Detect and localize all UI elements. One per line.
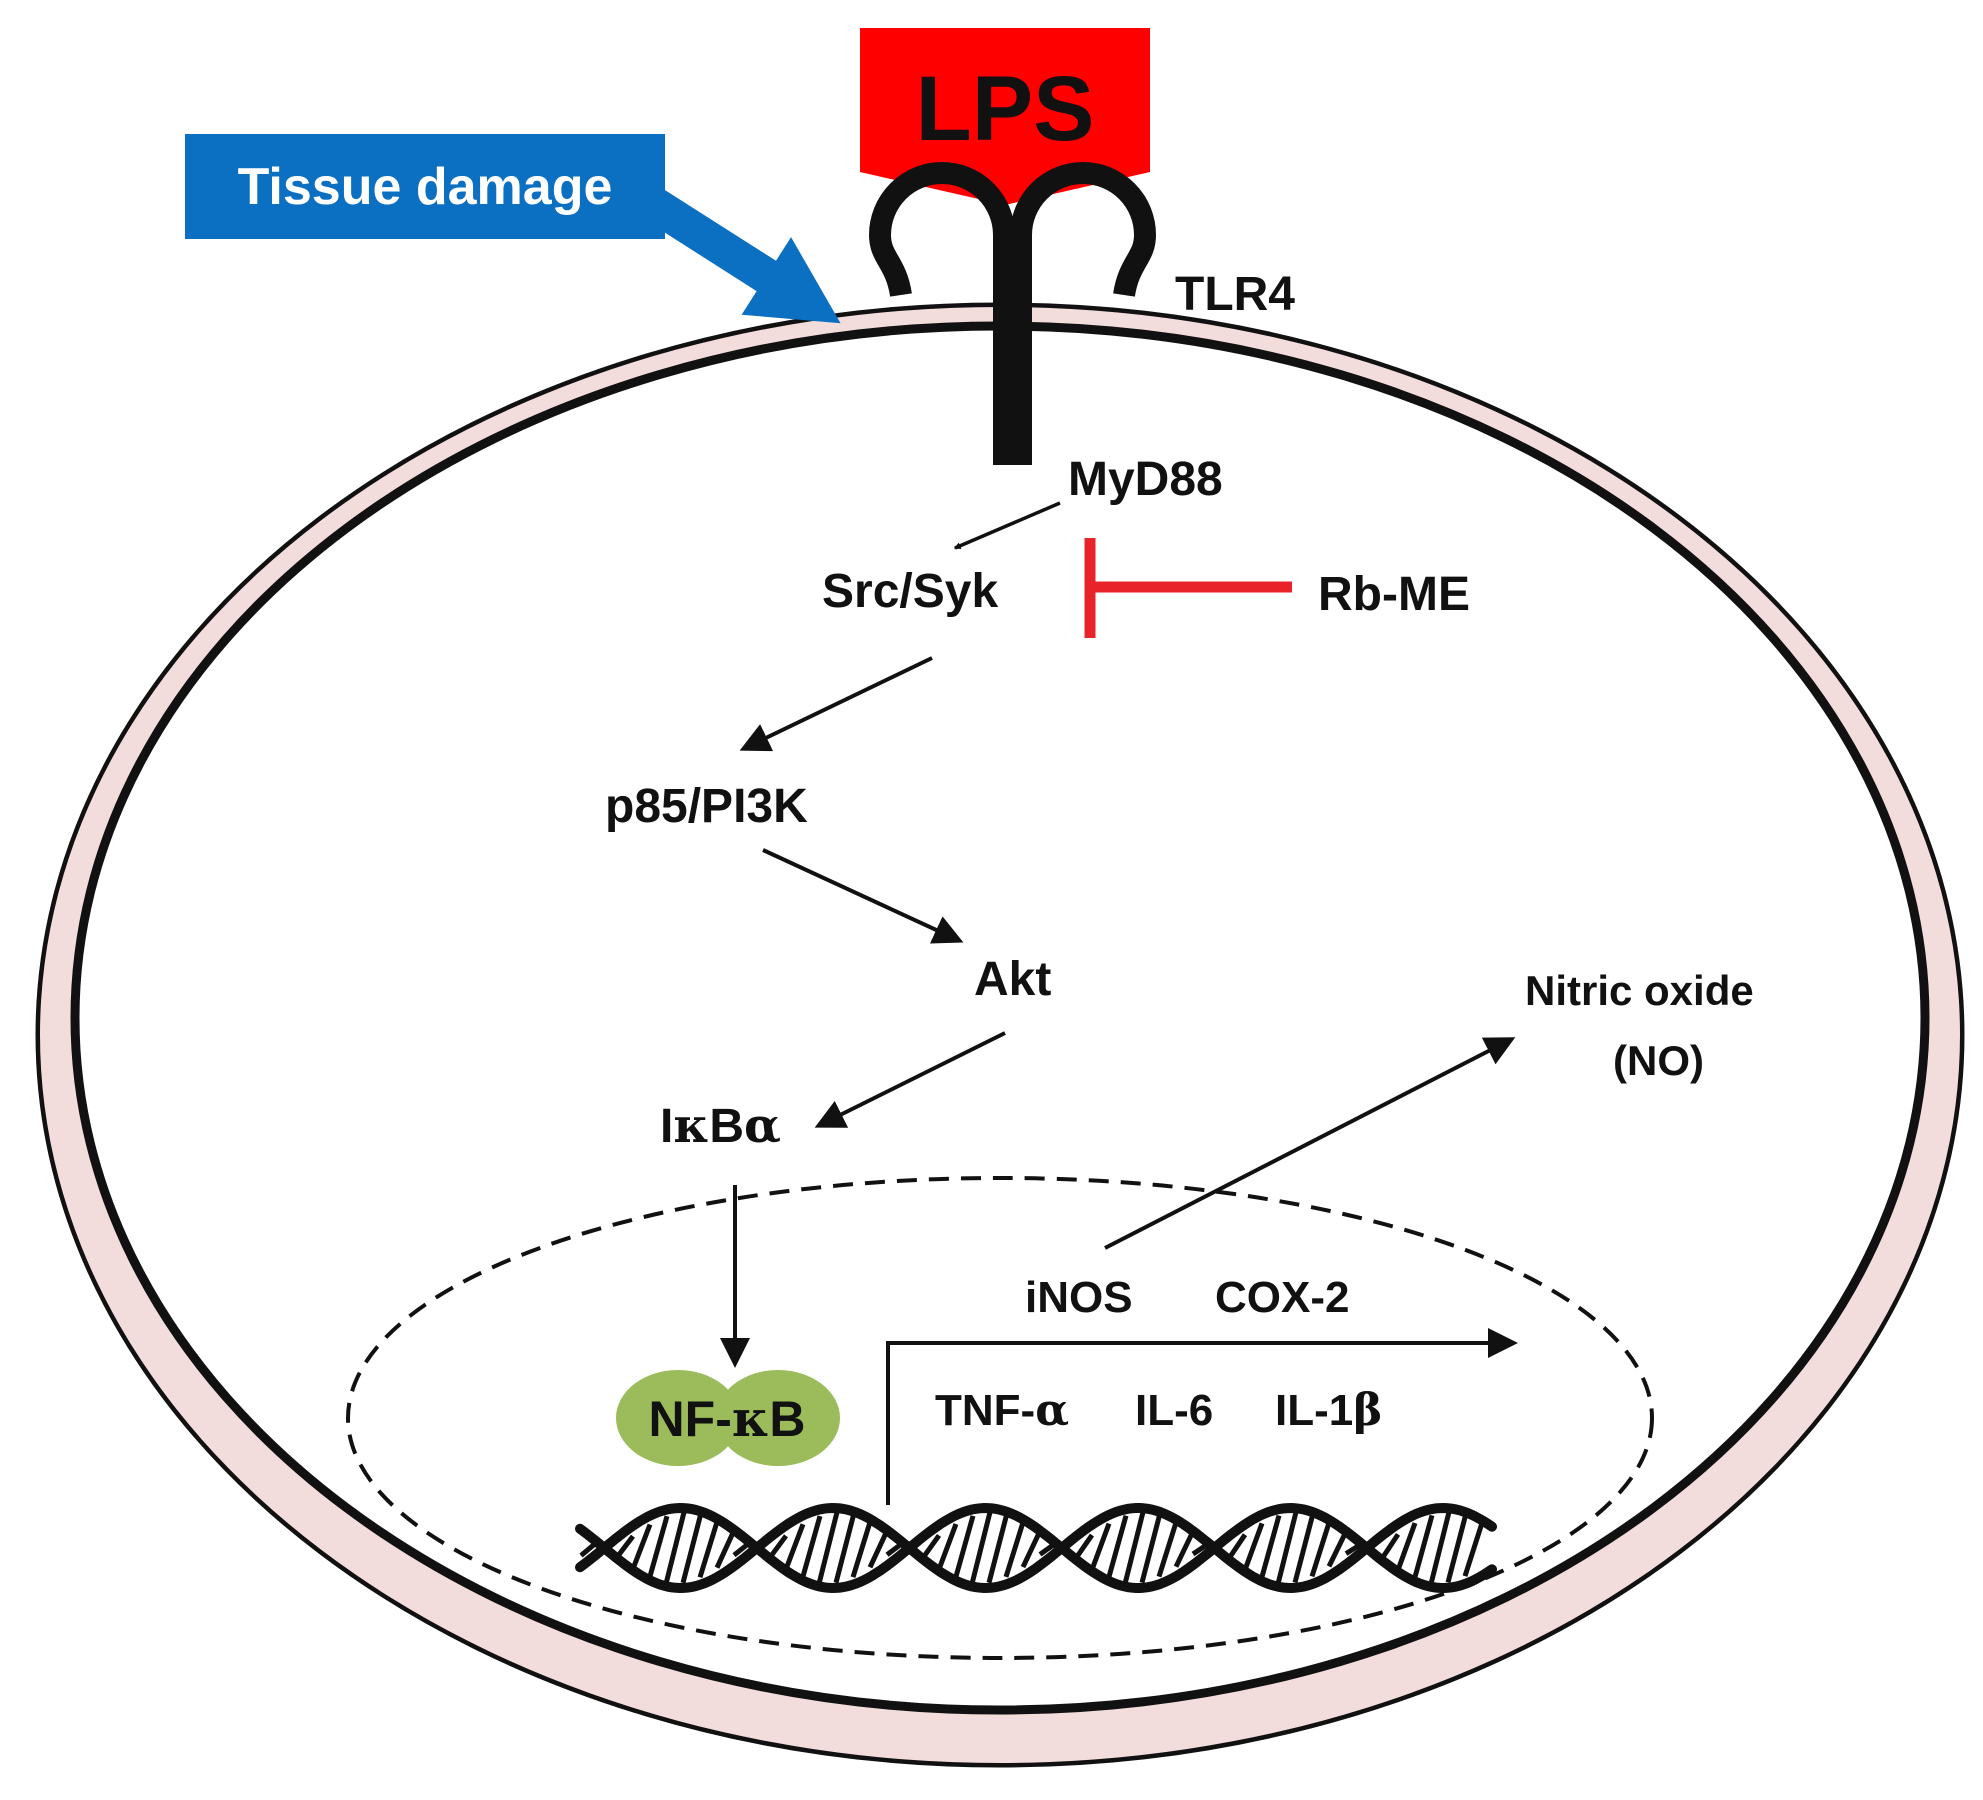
nitric-oxide-label: Nitric oxide (1525, 967, 1754, 1014)
tissue-damage-arrow (645, 189, 841, 324)
tissue-damage-label: Tissue damage (238, 158, 613, 216)
myd88-label: MyD88 (1068, 453, 1223, 506)
dna-helix-icon (575, 1502, 1497, 1594)
ikba-label: IκBα (660, 1098, 781, 1154)
membrane-inner (70, 321, 1930, 1715)
lps-label: LPS (916, 58, 1095, 160)
arrow-pi3k-to-akt (762, 848, 964, 944)
arrow-transcription (886, 1328, 1518, 1505)
pathway-arrows (720, 501, 1518, 1505)
nucleus (346, 1176, 1654, 1660)
rb-me-label: Rb-ME (1318, 568, 1470, 621)
arrow-myd88-to-src (953, 501, 1061, 550)
src-syk-label: Src/Syk (822, 565, 998, 618)
nfkb-label: NF-κB (649, 1389, 806, 1448)
arrow-akt-to-ikba (814, 1031, 1006, 1128)
tissue-damage-signal: Tissue damage (185, 134, 841, 324)
il1-beta-label: IL-1β (1275, 1385, 1382, 1436)
akt-label: Akt (974, 953, 1051, 1006)
lps-ligand: LPS (860, 28, 1150, 205)
inhibition-rb-me (1084, 538, 1292, 638)
arrow-inos-to-no (1104, 1037, 1516, 1250)
tissue-damage-box (185, 134, 665, 239)
lps-shape (860, 28, 1150, 205)
arrow-src-to-pi3k (739, 656, 933, 752)
il6-label: IL-6 (1135, 1386, 1213, 1435)
inos-label: iNOS (1025, 1273, 1133, 1322)
p85-pi3k-label: p85/PI3K (605, 780, 808, 833)
tnf-alpha-label: TNF-α (935, 1385, 1069, 1436)
no-label: (NO) (1613, 1037, 1704, 1084)
tlr4-receptor-icon (868, 162, 1157, 465)
nfkb-complex: NF-κB (616, 1370, 840, 1466)
cox2-label: COX-2 (1215, 1273, 1349, 1322)
tlr4-label: TLR4 (1175, 268, 1295, 321)
